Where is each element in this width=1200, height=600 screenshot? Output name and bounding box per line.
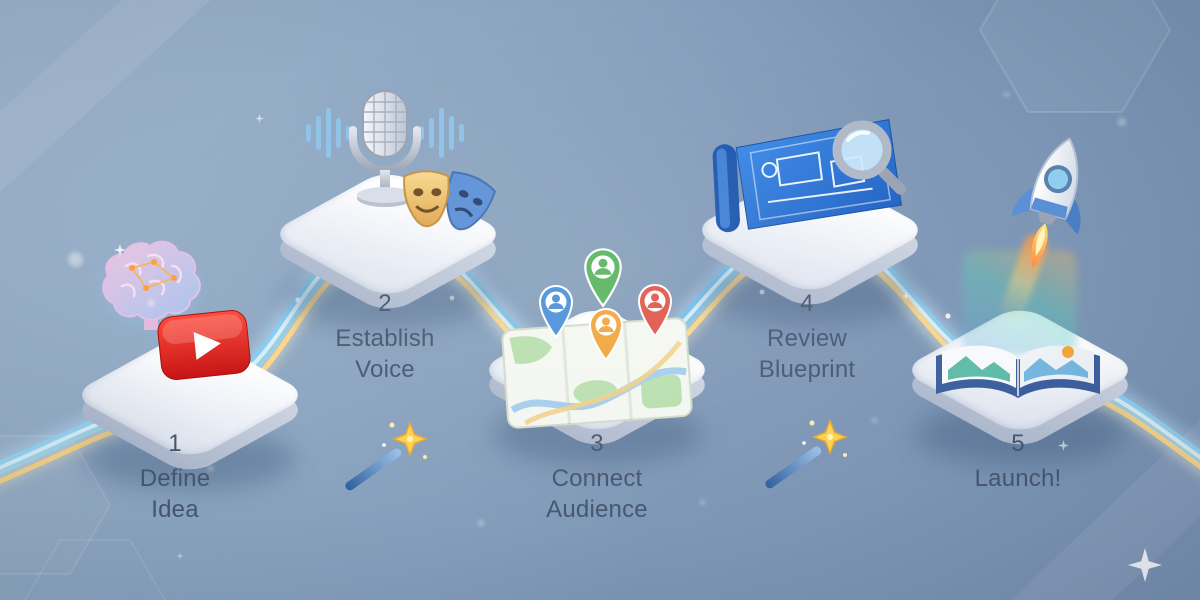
glow-dot (700, 500, 705, 505)
glow-dot (872, 418, 877, 423)
step-text-line: Review (767, 324, 847, 352)
step-number: 2 (378, 290, 392, 317)
glow-dot (1004, 92, 1009, 97)
open-book-icon (936, 345, 1100, 398)
step-text-line: Establish (335, 324, 435, 352)
four-point-star-icon (176, 552, 184, 560)
step-number: 5 (1011, 430, 1025, 457)
location-pin-blue-icon (538, 284, 574, 339)
map-icon (501, 317, 693, 429)
step-label-3: 3 Connect Audience (512, 428, 682, 526)
glow-dot (478, 520, 484, 526)
step-text-line: Define (139, 464, 211, 492)
step-text-line: Launch! (974, 464, 1062, 492)
four-point-star-icon (902, 292, 910, 300)
glow-dot (1118, 118, 1126, 126)
four-point-star-icon (1058, 440, 1069, 451)
step-label-1: 1 Define Idea (100, 428, 250, 526)
step-text-line: Blueprint (758, 356, 856, 384)
step-label-2: 2 Establish Voice (300, 288, 470, 386)
four-point-star-icon (255, 114, 264, 123)
step-number: 4 (800, 290, 814, 317)
microphone-icon (306, 90, 464, 207)
step-text-line: Audience (546, 496, 648, 524)
glow-dot (148, 300, 154, 306)
brain-icon (90, 240, 210, 336)
youtube-play-icon (157, 310, 251, 380)
sound-wave-icon (306, 108, 464, 158)
magnifying-glass-icon (832, 120, 906, 195)
rocket-icon (1012, 137, 1081, 268)
platform-step-5 (899, 285, 1141, 465)
glow-dot (208, 466, 213, 471)
step-text-line: Idea (151, 496, 199, 524)
glow-dot (68, 252, 83, 267)
step-label-5: 5 Launch! (933, 428, 1103, 494)
location-pin-red-icon (637, 283, 673, 338)
location-pin-green-icon (584, 248, 622, 308)
step-text-line: Connect (551, 464, 643, 492)
platform-step-1 (69, 310, 311, 490)
step-text-line: Voice (355, 356, 415, 384)
magic-wand-icon (765, 418, 849, 489)
step-label-4: 4 Review Blueprint (722, 288, 892, 386)
platform-step-4 (689, 145, 931, 325)
magic-wand-icon (345, 420, 429, 491)
location-pin-orange-icon (588, 307, 624, 362)
step-number: 1 (168, 430, 182, 457)
step-number: 3 (590, 430, 604, 457)
platform-step-2 (267, 149, 509, 329)
theater-masks-icon (403, 170, 497, 231)
